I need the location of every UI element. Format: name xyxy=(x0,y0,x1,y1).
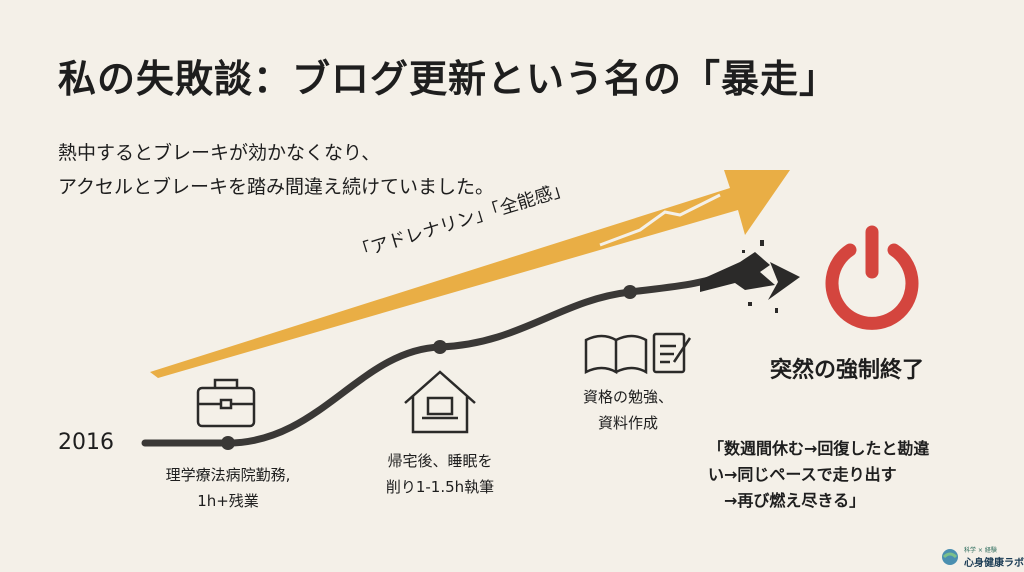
milestone-2-line-1: 帰宅後、睡眠を xyxy=(387,452,493,470)
milestone-3-line-2: 資料作成 xyxy=(597,414,658,432)
arrow-crack xyxy=(599,193,721,247)
milestone-dot xyxy=(433,340,447,354)
book-notepad-icon xyxy=(584,332,692,375)
milestone-3-label: 資格の勉強、 資料作成 xyxy=(558,384,698,436)
milestone-2-label: 帰宅後、睡眠を 削り1-1.5h執筆 xyxy=(360,448,520,500)
broken-tip xyxy=(768,262,800,300)
progress-curve xyxy=(141,266,744,447)
milestone-1-label: 理学療法病院勤務, 1h+残業 xyxy=(148,462,308,514)
quote-block: 「数週間休む→回復したと勘違 い→同じペースで走り出す →再び燃え尽きる」 xyxy=(708,436,929,514)
upward-arrow xyxy=(150,170,790,378)
subtitle-line-1: 熱中するとブレーキが効かなくなり、 xyxy=(58,142,381,164)
milestone-1-line-2: 1h+残業 xyxy=(197,492,259,510)
subtitle-line-2: アクセルとブレーキを踏み間違え続けていました。 xyxy=(58,176,495,198)
shutdown-label: 突然の強制終了 xyxy=(770,358,925,383)
milestone-1-line-1: 理学療法病院勤務, xyxy=(165,466,291,484)
broken-end xyxy=(700,252,775,292)
briefcase-icon xyxy=(196,378,256,428)
quote-line-1: 「数週間休む→回復したと勘違 xyxy=(708,439,930,458)
power-icon xyxy=(825,225,919,330)
quote-line-2: い→同じペースで走り出す xyxy=(708,465,897,484)
milestone-3-line-1: 資格の勉強、 xyxy=(582,388,673,406)
milestone-dot xyxy=(623,285,637,299)
site-logo: 科学 × 経験 心身健康ラボ xyxy=(940,545,1024,569)
page-title: 私の失敗談：ブログ更新という名の「暴走」 xyxy=(58,57,839,101)
milestone-dot xyxy=(221,436,235,450)
logo-tagline: 科学 × 経験 xyxy=(964,547,997,554)
logo-name: 心身健康ラボ xyxy=(964,558,1024,569)
house-laptop-icon xyxy=(404,370,476,434)
logo-globe-icon xyxy=(942,549,958,565)
year-label: 2016 xyxy=(58,430,114,455)
debris xyxy=(742,240,778,313)
quote-line-3: →再び燃え尽きる」 xyxy=(724,491,866,510)
milestone-2-line-2: 削り1-1.5h執筆 xyxy=(385,478,495,496)
